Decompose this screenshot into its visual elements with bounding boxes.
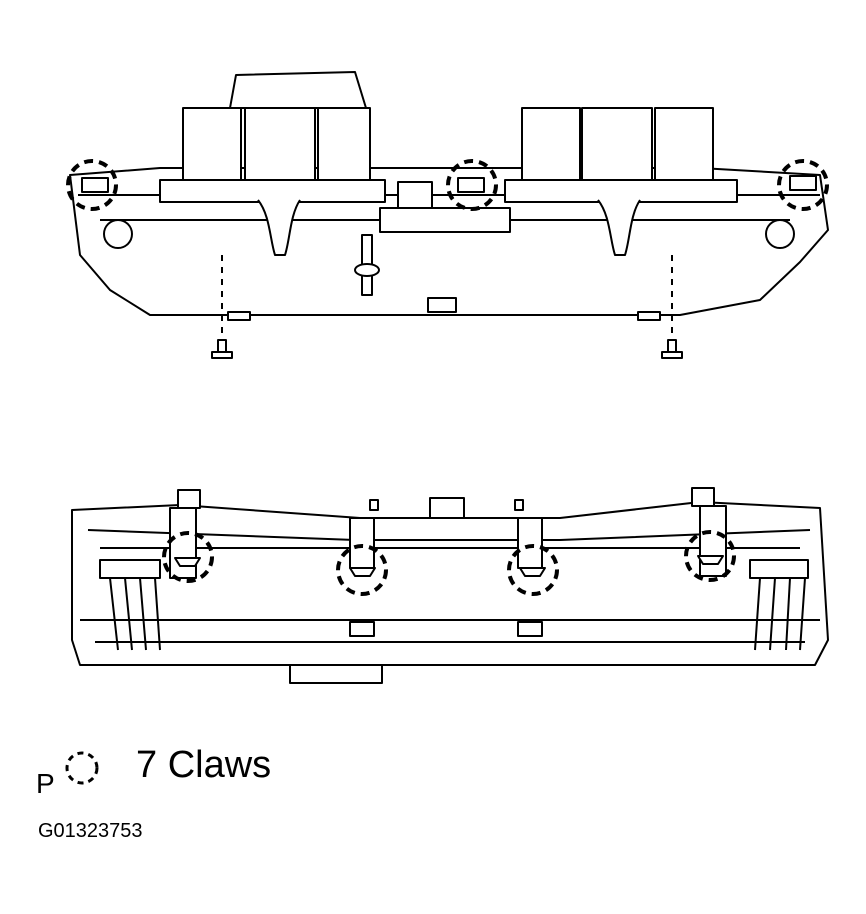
legend: P 7 Claws	[36, 742, 436, 802]
claw-marker	[66, 159, 118, 211]
legend-prefix: P	[36, 768, 55, 799]
screw-left-icon	[211, 339, 233, 359]
bottom-assembly	[71, 487, 829, 684]
dashed-circle-icon	[65, 751, 99, 785]
claw-marker	[684, 530, 736, 582]
legend-text: 7 Claws	[136, 744, 272, 786]
claws-diagram	[66, 71, 829, 684]
screw-right-icon	[661, 339, 683, 359]
claw-marker	[507, 544, 559, 596]
claw-marker	[336, 544, 388, 596]
claw-marker	[162, 531, 214, 583]
claw-marker	[446, 159, 498, 211]
figure-id: G01323753	[38, 820, 143, 842]
claw-marker	[777, 159, 829, 211]
top-assembly	[69, 71, 829, 359]
